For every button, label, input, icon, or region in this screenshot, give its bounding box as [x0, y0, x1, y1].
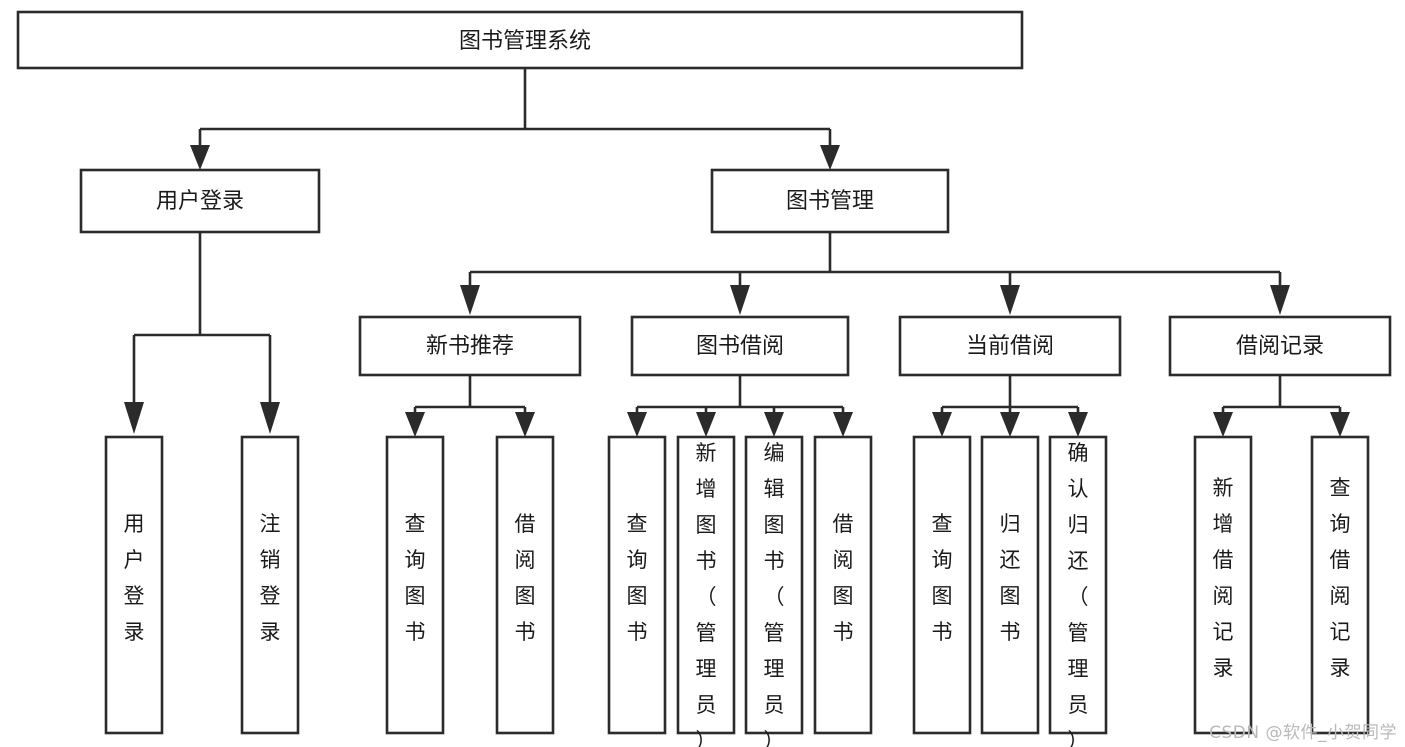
- leaf-node[interactable]: 注销登录: [240, 435, 300, 735]
- arrowhead-book-borrow: [730, 285, 750, 315]
- arrowhead-leaf-user-login-2: [260, 402, 280, 434]
- arrowhead-user-login: [190, 145, 210, 170]
- node-book-borrow-label: 图书借阅: [696, 334, 784, 359]
- leaf-node[interactable]: 新增图书（管理员）: [676, 435, 736, 747]
- arrowhead-leaf-book-borrow-3: [764, 412, 784, 437]
- leaf-user-login-box[interactable]: [104, 435, 164, 735]
- arrowhead-leaf-current-borrow-3: [1068, 412, 1088, 437]
- arrowhead-leaf-book-borrow-1: [627, 412, 647, 437]
- leaf-node[interactable]: 确认归还（管理员）: [1048, 435, 1108, 747]
- leaf-node[interactable]: 查询图书: [607, 435, 667, 735]
- node-current-borrow-label: 当前借阅: [966, 334, 1054, 359]
- node-book-management[interactable]: 图书管理: [710, 168, 950, 234]
- leaf-query-book-2-box[interactable]: [607, 435, 667, 735]
- node-root-label: 图书管理系统: [459, 29, 591, 54]
- node-book-management-label: 图书管理: [786, 189, 874, 214]
- leaf-edit-book-label: 编辑图书（管理员）: [764, 441, 785, 747]
- node-current-borrow[interactable]: 当前借阅: [898, 315, 1122, 377]
- arrowhead-leaf-borrow-record-2: [1330, 412, 1350, 437]
- leaf-query-borrow-record-label: 查询借阅记录: [1330, 476, 1351, 680]
- leaf-add-borrow-record-label: 新增借阅记录: [1213, 476, 1234, 680]
- arrowhead-leaf-new-book-1: [405, 412, 425, 437]
- node-current-borrow-box[interactable]: [898, 315, 1122, 377]
- arrowhead-leaf-book-borrow-2: [696, 412, 716, 437]
- node-book-borrow[interactable]: 图书借阅: [630, 315, 850, 377]
- node-borrow-record-box[interactable]: [1168, 315, 1392, 377]
- node-borrow-record-label: 借阅记录: [1236, 334, 1324, 359]
- leaf-query-book-1-label: 查询图书: [405, 512, 426, 644]
- leaf-confirm-return-label: 确认归还（管理员）: [1068, 441, 1089, 747]
- arrowhead-leaf-borrow-record-1: [1213, 412, 1233, 437]
- node-book-management-box[interactable]: [710, 168, 950, 234]
- leaf-node[interactable]: 借阅图书: [813, 435, 873, 735]
- node-user-login[interactable]: 用户登录: [79, 168, 321, 234]
- node-user-login-label: 用户登录: [156, 189, 244, 214]
- leaf-return-book-box[interactable]: [980, 435, 1040, 735]
- node-user-login-box[interactable]: [79, 168, 321, 234]
- leaf-node[interactable]: 查询借阅记录: [1310, 435, 1370, 735]
- leaf-add-book-label: 新增图书（管理员）: [696, 441, 717, 747]
- leaf-add-borrow-record-box[interactable]: [1193, 435, 1253, 735]
- leaf-borrow-book-2-label: 借阅图书: [833, 512, 854, 644]
- arrowhead-leaf-book-borrow-4: [833, 412, 853, 437]
- node-borrow-record[interactable]: 借阅记录: [1168, 315, 1392, 377]
- leaf-query-borrow-record-box[interactable]: [1310, 435, 1370, 735]
- leaf-borrow-book-1-label: 借阅图书: [515, 512, 536, 644]
- node-root[interactable]: 图书管理系统: [16, 10, 1024, 70]
- leaf-query-book-1-box[interactable]: [385, 435, 445, 735]
- csdn-watermark: CSDN @软件_小贺同学: [1209, 723, 1397, 743]
- leaf-add-book-box[interactable]: [676, 435, 736, 735]
- connector-layer: [124, 68, 1350, 437]
- arrowhead-borrow-record: [1270, 285, 1290, 315]
- node-new-book-recommend-label: 新书推荐: [426, 334, 514, 359]
- leaf-edit-book-box[interactable]: [744, 435, 804, 735]
- leaf-node[interactable]: 归还图书: [980, 435, 1040, 735]
- leaf-node[interactable]: 编辑图书（管理员）: [744, 435, 804, 747]
- leaf-query-book-3-box[interactable]: [912, 435, 972, 735]
- leaf-return-book-label: 归还图书: [1000, 512, 1021, 644]
- leaf-user-login-label: 用户登录: [124, 512, 145, 644]
- node-new-book-recommend-box[interactable]: [358, 315, 582, 377]
- leaf-query-book-3-label: 查询图书: [932, 512, 953, 644]
- arrowhead-book-mgmt: [820, 145, 840, 170]
- arrowhead-leaf-new-book-2: [515, 412, 535, 437]
- leaf-node[interactable]: 用户登录: [104, 435, 164, 735]
- arrowhead-leaf-current-borrow-1: [932, 412, 952, 437]
- leaf-node[interactable]: 新增借阅记录: [1193, 435, 1253, 735]
- arrowhead-leaf-user-login-1: [124, 402, 144, 434]
- node-new-book-recommend[interactable]: 新书推荐: [358, 315, 582, 377]
- leaf-confirm-return-box[interactable]: [1048, 435, 1108, 735]
- node-root-box[interactable]: [16, 10, 1024, 70]
- leaf-borrow-book-2-box[interactable]: [813, 435, 873, 735]
- leaf-node[interactable]: 查询图书: [912, 435, 972, 735]
- arrowhead-leaf-current-borrow-2: [1000, 412, 1020, 437]
- leaf-node[interactable]: 借阅图书: [495, 435, 555, 735]
- leaf-query-book-2-label: 查询图书: [627, 512, 648, 644]
- arrowhead-current-borrow: [1000, 285, 1020, 315]
- leaf-borrow-book-1-box[interactable]: [495, 435, 555, 735]
- node-book-borrow-box[interactable]: [630, 315, 850, 377]
- leaf-logout-box[interactable]: [240, 435, 300, 735]
- arrowhead-new-book: [460, 285, 480, 315]
- leaf-node[interactable]: 查询图书: [385, 435, 445, 735]
- leaf-logout-label: 注销登录: [260, 512, 281, 644]
